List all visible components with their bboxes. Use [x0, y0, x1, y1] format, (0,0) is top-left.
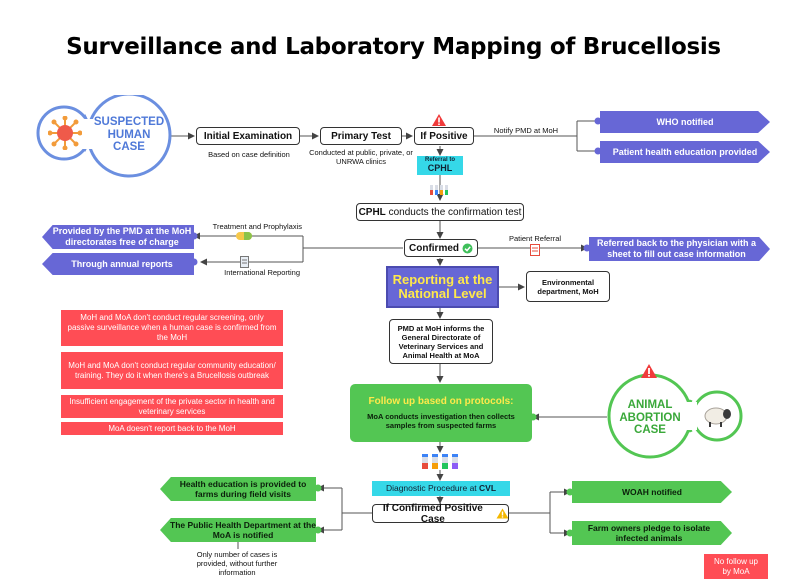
- report-icon: [240, 256, 249, 268]
- pmd-free-of-charge: Provided by the PMD at the MoH directora…: [42, 225, 194, 249]
- notify-pmd-label: Notify PMD at MoH: [493, 126, 559, 135]
- referral-line1: Referral to: [424, 157, 455, 164]
- referred-back-physician: Referred back to the physician with a sh…: [589, 237, 770, 261]
- animal-case-bubble: [607, 373, 743, 459]
- diagnostic-cvl-box: Diagnostic Procedure at CVL: [372, 481, 510, 496]
- who-notified: WHO notified: [600, 111, 770, 133]
- cphl-rest: conducts the confirmation test: [385, 206, 522, 218]
- if-confirmed-positive-box: If Confirmed Positive Case: [372, 502, 509, 525]
- referral-sheet-icon: [530, 244, 540, 256]
- primary-test-box: Primary Test: [320, 127, 402, 145]
- diagnostic-text: Diagnostic Procedure at: [385, 482, 480, 493]
- gap-community-education: MoH and MoA don't conduct regular commun…: [61, 352, 283, 389]
- page-title: Surveillance and Laboratory Mapping of B…: [66, 34, 721, 60]
- confirmed-label: Confirmed: [409, 242, 459, 254]
- follow-up-box: Follow up based on protocols: MoA conduc…: [350, 384, 532, 442]
- gap-private-sector: Insufficient engagement of the private s…: [61, 395, 283, 418]
- animal-line3: CASE: [634, 424, 666, 437]
- referral-line2: CPHL: [427, 162, 453, 173]
- farm-owners-pledge: Farm owners pledge to isolate infected a…: [572, 521, 732, 545]
- warning-icon-animal: [641, 364, 657, 378]
- animal-line2: ABORTION: [619, 411, 681, 424]
- pmd-informs-box: PMD at MoH informs the General Directora…: [389, 319, 493, 364]
- if-confirmed-label: If Confirmed Positive Case: [382, 502, 483, 525]
- confirmed-box: Confirmed: [404, 239, 478, 257]
- cphl-confirmation-box: CPHL conducts the confirmation test: [356, 203, 524, 221]
- sheep-icon: [704, 407, 731, 427]
- gap-moa-report: MoA doesn't report back to the MoH: [61, 422, 283, 435]
- public-health-notified: The Public Health Department at the MoA …: [160, 518, 316, 542]
- test-tubes-icon: [430, 185, 448, 195]
- health-education-farms: Health education is provided to farms du…: [160, 477, 316, 501]
- if-positive-box: If Positive: [414, 127, 474, 145]
- suspected-case-label: SUSPECTED HUMAN CASE: [90, 116, 168, 154]
- reporting-national-label: Reporting at the National Level: [392, 272, 493, 301]
- warning-icon: [432, 114, 446, 126]
- initial-exam-box: Initial Examination: [196, 127, 300, 145]
- primary-test-note: Conducted at public, private, or UNRWA c…: [309, 148, 413, 166]
- pill-icon: [236, 232, 252, 240]
- reporting-national-box: Reporting at the National Level: [386, 266, 499, 308]
- cphl-bold: CPHL: [358, 206, 386, 218]
- patient-referral-label: Patient Referral: [508, 234, 562, 243]
- treatment-label: Treatment and Prophylaxis: [212, 222, 302, 231]
- no-follow-up-legend: No follow up by MoA: [704, 554, 768, 579]
- annual-reports: Through annual reports: [42, 253, 194, 275]
- referral-cphl-box: Referral to CPHL: [417, 156, 463, 175]
- suspected-line3: CASE: [113, 141, 145, 154]
- check-icon: [462, 243, 473, 253]
- patient-education: Patient health education provided: [600, 141, 770, 163]
- animal-case-label: ANIMAL ABORTION CASE: [612, 399, 688, 437]
- intl-reporting-label: International Reporting: [224, 268, 300, 277]
- woah-notified: WOAH notified: [572, 481, 732, 503]
- warning-icon-yellow: [496, 508, 508, 519]
- suspected-line1: SUSPECTED: [93, 116, 165, 128]
- gap-screening: MoH and MoA don't conduct regular screen…: [61, 310, 283, 346]
- sample-tubes-icon: [422, 454, 458, 469]
- suspected-line2: HUMAN: [107, 128, 151, 141]
- only-number-note: Only number of cases is provided, withou…: [196, 550, 278, 577]
- initial-exam-note: Based on case definition: [208, 150, 290, 159]
- virus-icon: [48, 116, 82, 150]
- follow-up-title: Follow up based on protocols:: [368, 395, 514, 407]
- animal-line1: ANIMAL: [627, 399, 673, 411]
- diagnostic-bold: CVL: [479, 482, 497, 493]
- environmental-box: Environmental department, MoH: [526, 271, 610, 302]
- follow-up-text: MoA conducts investigation then collects…: [367, 411, 515, 430]
